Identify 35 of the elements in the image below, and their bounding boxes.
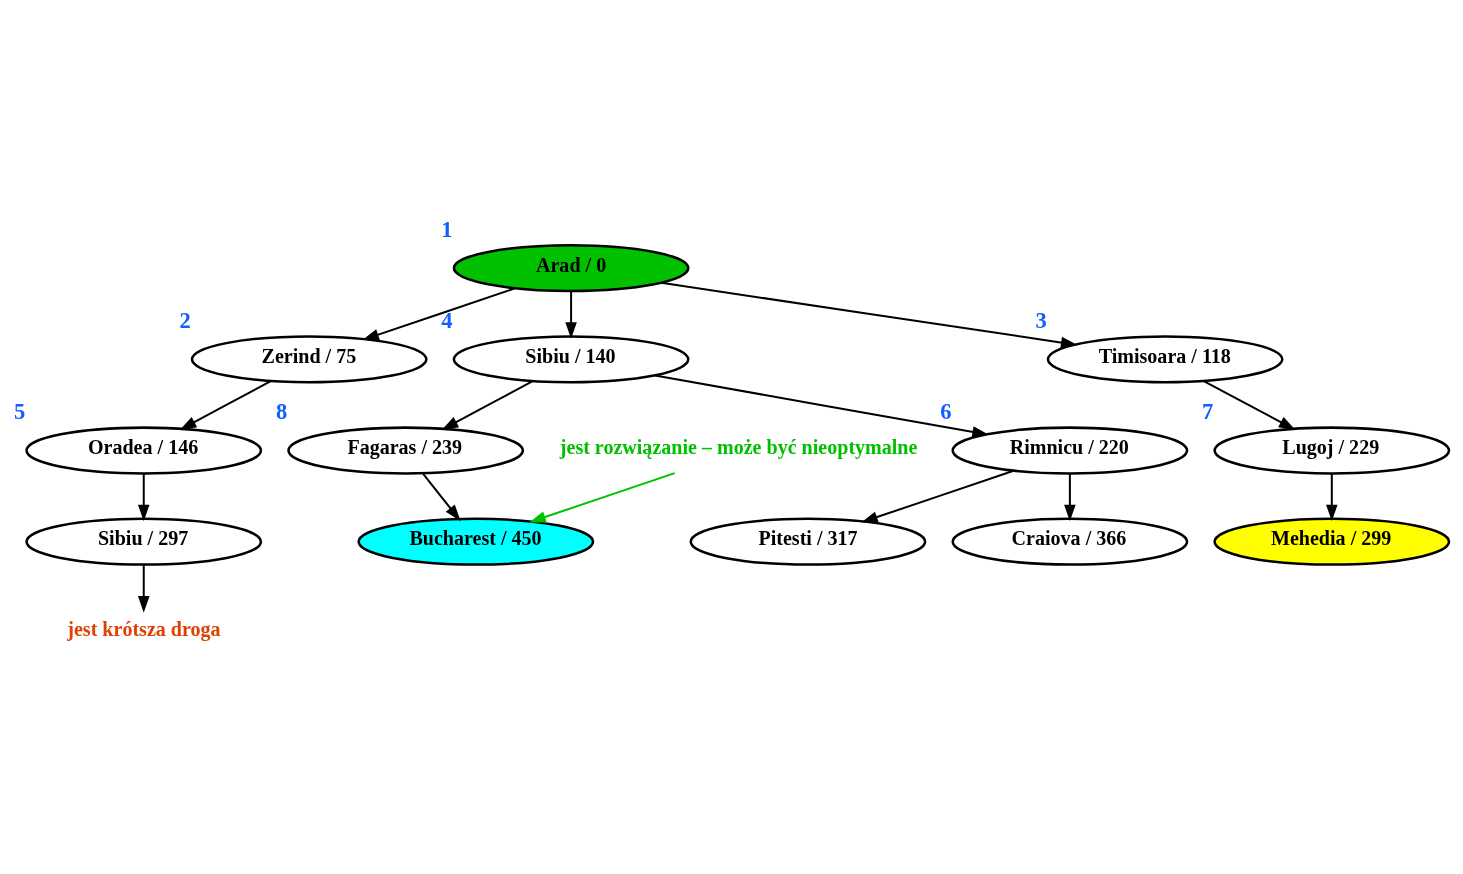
node-ellipse: Craiova / 366 (951, 517, 1189, 566)
node-label: 6 (940, 398, 952, 424)
node-text: jest krótsza droga (67, 617, 221, 640)
node-label: 5 (14, 398, 26, 424)
node-label: 3 (1035, 307, 1047, 333)
arrow (137, 564, 150, 613)
arrow (654, 374, 989, 438)
node-ellipse: Lugoj / 229 (1213, 425, 1451, 475)
node-ellipse: Arad / 0 (452, 243, 690, 292)
node-label: 2 (179, 307, 191, 333)
arrow (441, 379, 534, 430)
node-ellipse: Oradea / 146 (25, 425, 263, 475)
arrow (661, 281, 1078, 348)
node-ellipse: Mehedia / 299 (1213, 517, 1451, 566)
arrow (422, 472, 461, 521)
arrow (1064, 473, 1076, 521)
arrow (1326, 473, 1338, 521)
node-ellipse: Sibiu / 140 (452, 334, 690, 383)
arrow (565, 290, 577, 339)
arrow (362, 286, 516, 340)
arrow (179, 379, 272, 430)
arrow (1203, 379, 1296, 430)
arrow (137, 473, 150, 521)
node-ellipse: Zerind / 75 (190, 334, 428, 383)
arrow (861, 469, 1014, 523)
node-ellipse: Bucharest / 450 (357, 517, 595, 566)
arrow (529, 471, 675, 523)
node-ellipse: Fagaras / 239 (287, 425, 525, 475)
node-label: 1 (441, 216, 453, 242)
node-ellipse: Sibiu / 297 (25, 517, 263, 566)
node-ellipse: Pitesti / 317 (689, 517, 927, 566)
node-label: 4 (441, 307, 453, 333)
node-label: 7 (1202, 398, 1214, 424)
node-text: jest rozwiązanie – może być nieoptymalne (559, 435, 918, 458)
node-label: 8 (275, 398, 288, 424)
